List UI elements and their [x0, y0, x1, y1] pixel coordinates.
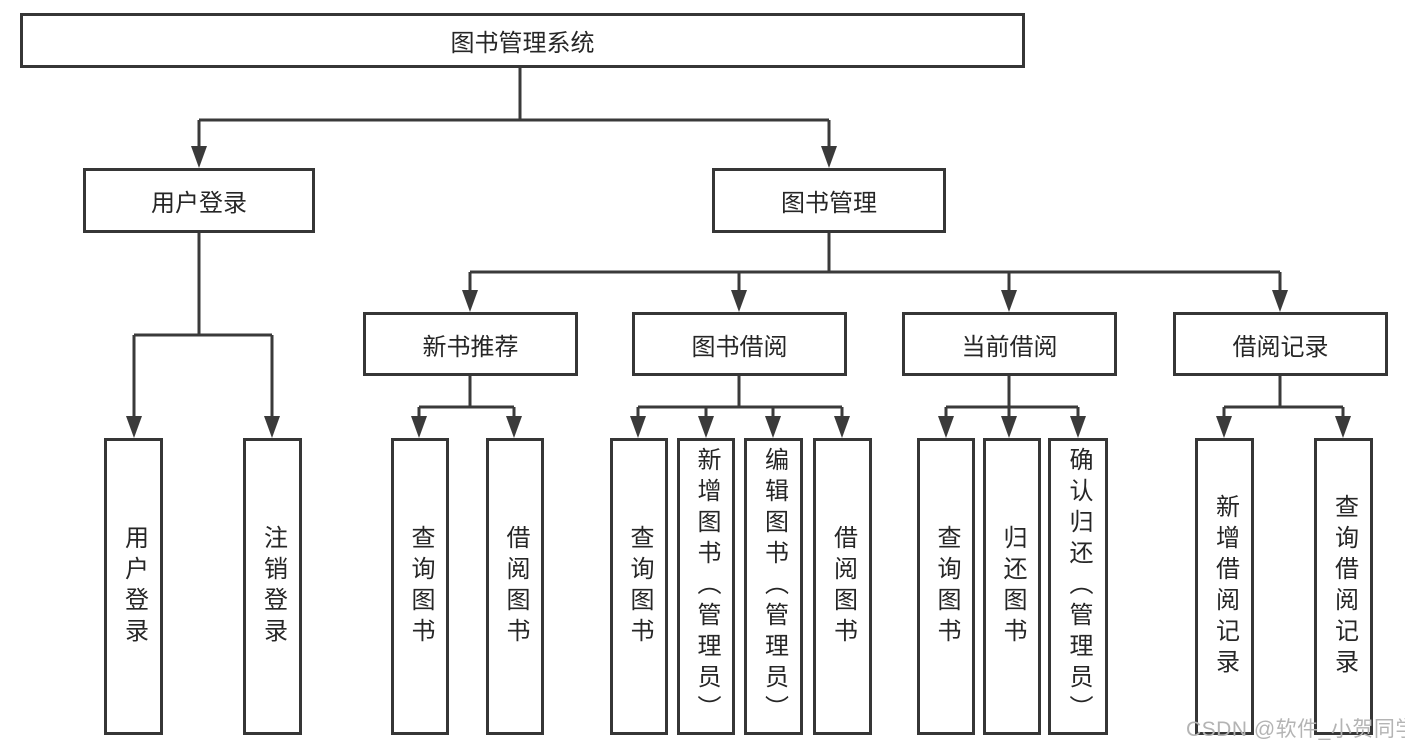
- node-label: 查询图书: [933, 524, 960, 649]
- node-label: 借阅记录: [1232, 333, 1329, 361]
- arrowhead-down-icon: [1272, 290, 1288, 312]
- arrowhead-down-icon: [506, 416, 522, 438]
- arrowhead-down-icon: [191, 146, 207, 168]
- csdn-watermark: CSDN @软件_小贺同学: [1186, 718, 1405, 741]
- node-current-borrow: 当前借阅: [902, 312, 1117, 376]
- arrowhead-down-icon: [938, 416, 954, 438]
- leaf-add-book-admin: 新增图书（管理员）: [677, 438, 735, 735]
- arrowhead-down-icon: [1001, 290, 1017, 312]
- leaf-borrow-books: 借阅图书: [813, 438, 872, 735]
- arrowhead-down-icon: [1216, 416, 1232, 438]
- arrowhead-down-icon: [462, 290, 478, 312]
- node-borrow-records: 借阅记录: [1173, 312, 1388, 376]
- arrowhead-down-icon: [264, 416, 280, 438]
- leaf-add-borrow-record: 新增借阅记录: [1195, 438, 1254, 735]
- arrowhead-down-icon: [731, 290, 747, 312]
- leaf-borrow-books-recommend: 借阅图书: [486, 438, 544, 735]
- node-root-library-management-system: 图书管理系统: [20, 13, 1025, 68]
- arrowhead-down-icon: [765, 416, 781, 438]
- arrowhead-down-icon: [1070, 416, 1086, 438]
- node-label: 用户登录: [120, 524, 148, 649]
- node-book-management: 图书管理: [712, 168, 946, 233]
- node-label: 图书借阅: [691, 333, 788, 361]
- connector-user-login-children: [126, 233, 280, 438]
- node-label: 查询图书: [626, 524, 653, 649]
- node-label: 图书管理系统: [450, 30, 595, 57]
- node-label: 用户登录: [151, 190, 247, 217]
- connector-current-borrow-children: [938, 376, 1086, 438]
- node-label: 新增图书（管理员）: [693, 447, 720, 726]
- node-label: 归还图书: [999, 524, 1026, 649]
- node-label: 编辑图书（管理员）: [760, 447, 788, 726]
- leaf-logout: 注销登录: [243, 438, 302, 735]
- connector-borrow-records-children: [1216, 376, 1351, 438]
- arrowhead-down-icon: [698, 416, 714, 438]
- arrowhead-down-icon: [1001, 416, 1017, 438]
- connector-root-to-level2: [191, 68, 837, 168]
- node-new-book-recommend: 新书推荐: [363, 312, 578, 376]
- node-label: 注销登录: [259, 524, 287, 649]
- connector-book-management-to-level3: [462, 233, 1288, 312]
- node-label: 新增借阅记录: [1211, 493, 1239, 680]
- leaf-query-books-recommend: 查询图书: [391, 438, 449, 735]
- leaf-confirm-return-admin: 确认归还（管理员）: [1048, 438, 1108, 735]
- node-label: 借阅图书: [502, 524, 529, 649]
- node-label: 查询借阅记录: [1330, 493, 1358, 680]
- leaf-query-books-borrow: 查询图书: [610, 438, 668, 735]
- arrowhead-down-icon: [821, 146, 837, 168]
- node-label: 当前借阅: [961, 333, 1058, 361]
- leaf-query-books-current: 查询图书: [917, 438, 975, 735]
- node-label: 图书管理: [781, 190, 877, 217]
- connector-book-borrow-children: [630, 376, 850, 438]
- node-label: 新书推荐: [422, 333, 519, 361]
- node-user-login: 用户登录: [83, 168, 315, 233]
- leaf-user-login: 用户登录: [104, 438, 163, 735]
- arrowhead-down-icon: [126, 416, 142, 438]
- node-label: 确认归还（管理员）: [1065, 447, 1092, 726]
- arrowhead-down-icon: [630, 416, 646, 438]
- leaf-return-books: 归还图书: [983, 438, 1041, 735]
- arrowhead-down-icon: [834, 416, 850, 438]
- connector-new-book-recommend-children: [411, 376, 522, 438]
- arrowhead-down-icon: [1335, 416, 1351, 438]
- leaf-edit-book-admin: 编辑图书（管理员）: [744, 438, 803, 735]
- node-label: 查询图书: [407, 524, 434, 649]
- node-book-borrow: 图书借阅: [632, 312, 847, 376]
- arrowhead-down-icon: [411, 416, 427, 438]
- leaf-query-borrow-record: 查询借阅记录: [1314, 438, 1373, 735]
- node-label: 借阅图书: [829, 524, 857, 649]
